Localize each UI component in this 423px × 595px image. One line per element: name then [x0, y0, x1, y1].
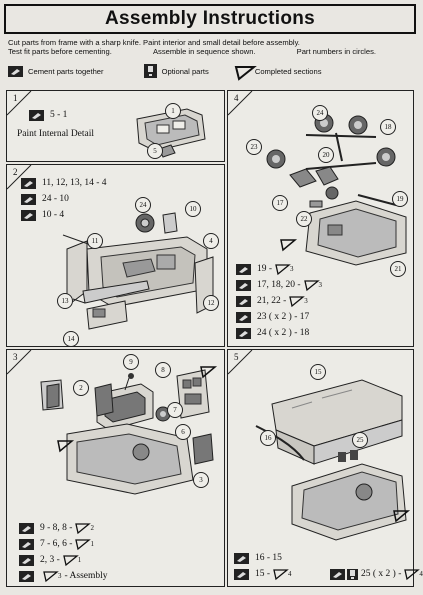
step-2-diagram [62, 212, 214, 330]
step-number: 4 [234, 93, 239, 103]
legend: Cement parts together Optional parts Com… [8, 62, 412, 81]
legend-completed: Completed sections [234, 65, 322, 81]
cement-icon [330, 568, 345, 580]
completed-flag-icon [75, 522, 92, 534]
cement-icon [19, 538, 34, 550]
callout-23: 23 [246, 139, 262, 155]
cement-icon [236, 327, 251, 339]
step-5-diagram [255, 379, 407, 541]
cement-icon [234, 568, 249, 580]
step-4-panel: 4 24 18 23 20 17 22 19 21 19 -3 [227, 90, 414, 347]
completed-flag-icon [57, 440, 75, 453]
optional-icon [347, 568, 358, 580]
callout-19: 19 [392, 191, 408, 207]
completed-flag-icon [289, 295, 306, 307]
cement-icon [19, 570, 34, 582]
intro-line-1: Cut parts from frame with a sharp knife.… [8, 38, 300, 47]
completed-flag-icon [75, 538, 92, 550]
callout-16: 16 [260, 430, 276, 446]
callout-10: 10 [185, 201, 201, 217]
callout-21: 21 [390, 261, 406, 277]
completed-flag-icon [275, 263, 291, 275]
cement-icon [236, 279, 251, 291]
callout-25: 25 [352, 432, 368, 448]
step-number: 2 [13, 167, 18, 177]
completed-flag-icon [43, 570, 59, 582]
completed-flag-icon [62, 554, 79, 566]
step-5-panel: 5 15 16 25 16 - 15 15 -4 25 ( x 2 ) - [227, 349, 423, 587]
cement-icon [19, 554, 34, 566]
callout-9: 9 [123, 354, 139, 370]
completed-flag-icon [393, 510, 411, 523]
completed-flag-icon [273, 568, 289, 580]
cement-icon [8, 65, 23, 77]
cement-icon [19, 522, 34, 534]
cement-icon [236, 263, 251, 275]
step-1-panel: 1 5 - 1 Paint Internal Detail 1 5 [6, 90, 225, 162]
optional-icon [143, 64, 157, 78]
step-3-diagram [40, 369, 214, 495]
step-number: 3 [13, 352, 18, 362]
cement-icon [21, 177, 36, 189]
callout-7: 7 [167, 402, 183, 418]
callout-8: 8 [155, 362, 171, 378]
callout-14: 14 [63, 331, 79, 347]
completed-flag-icon [280, 239, 298, 252]
legend-optional: Optional parts [143, 64, 209, 78]
callout-22: 22 [296, 211, 312, 227]
intro-line-2a: Test fit parts before cementing. [8, 47, 112, 56]
callout-12: 12 [203, 295, 219, 311]
callout-1: 1 [165, 103, 181, 119]
completed-flag-icon [234, 65, 257, 81]
cement-icon [21, 193, 36, 205]
completed-flag-icon [303, 279, 320, 291]
step-2-panel: 2 11, 12, 13, 14 - 4 24 - 10 10 - 4 24 1… [6, 164, 225, 347]
callout-11: 11 [87, 233, 103, 249]
callout-4: 4 [203, 233, 219, 249]
callout-6: 6 [175, 424, 191, 440]
step-number: 1 [13, 93, 18, 103]
step-1-note: Paint Internal Detail [17, 129, 95, 139]
callout-3: 3 [193, 472, 209, 488]
callout-24: 24 [312, 105, 328, 121]
cement-icon [234, 552, 249, 564]
callout-5: 5 [147, 143, 163, 159]
callout-17: 17 [272, 195, 288, 211]
completed-flag-icon [404, 568, 421, 580]
completed-flag-icon [200, 366, 218, 379]
callout-24: 24 [135, 197, 151, 213]
cement-icon [236, 311, 251, 323]
callout-15: 15 [310, 364, 326, 380]
step-number: 5 [234, 352, 239, 362]
intro-line-2c: Part numbers in circles. [296, 47, 376, 56]
cement-icon [21, 209, 36, 221]
intro-line-2b: Assemble in sequence shown. [152, 47, 256, 56]
callout-2: 2 [73, 380, 89, 396]
cement-icon [236, 295, 251, 307]
callout-18: 18 [380, 119, 396, 135]
callout-13: 13 [57, 293, 73, 309]
callout-20: 20 [318, 147, 334, 163]
step-3-panel: 3 9 8 2 7 6 3 9 - 8, 8 -2 [6, 349, 225, 587]
legend-cement: Cement parts together [8, 65, 104, 77]
page-title: Assembly Instructions [4, 4, 416, 34]
cement-icon [29, 109, 44, 121]
intro-text: Cut parts from frame with a sharp knife.… [8, 38, 412, 56]
